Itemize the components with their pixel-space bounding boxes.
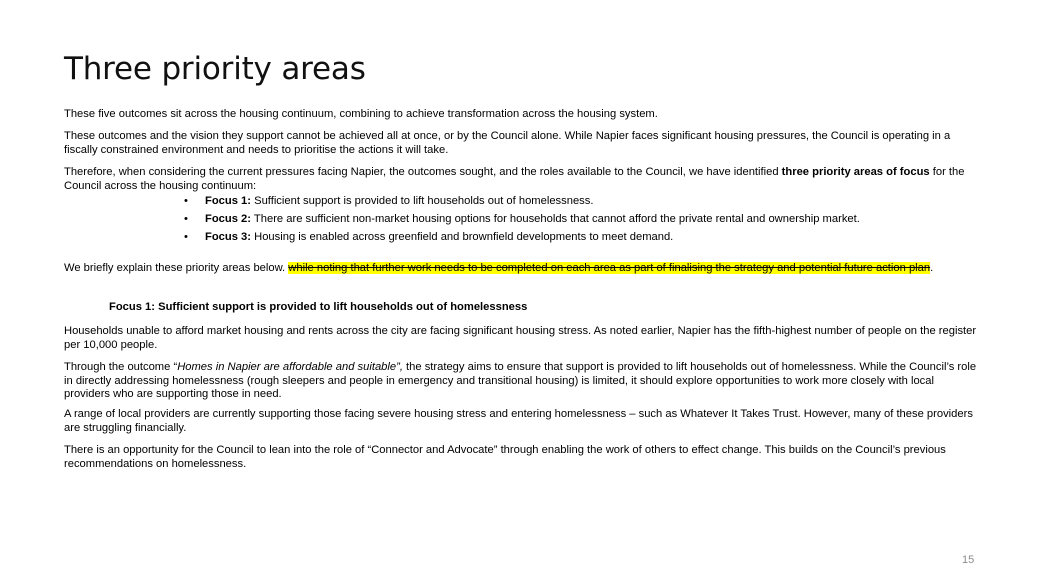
housing-stress-paragraph: Households unable to afford market housi… [64,325,977,351]
focus-text: There are sufficient non-market housing … [251,213,860,225]
priority-areas-text-end: for the Council across the housing conti… [64,166,965,192]
explain-paragraph: We briefly explain these priority areas … [64,262,979,276]
bullet-icon: • [184,231,188,243]
focus-list-item: • Focus 1: Sufficient support is provided… [184,195,860,209]
explain-text: We briefly explain these priority areas … [64,262,289,274]
page-number: 15 [962,554,975,566]
focus-list: • Focus 1: Sufficient support is provided… [184,195,860,249]
priority-areas-text: Therefore, when considering the current … [64,166,782,178]
focus-label: Focus 3: [205,231,252,243]
intro-paragraph: These five outcomes sit across the housi… [64,108,658,120]
explain-text-end: . [930,262,934,274]
focus-text: Housing is enabled across greenfield and… [251,231,674,243]
providers-paragraph: A range of local providers are currently… [64,408,973,434]
focus-list-item: • Focus 2: There are sufficient non-marke… [184,213,860,227]
outcome-paragraph: Through the outcome “Homes in Napier are… [64,361,979,402]
priority-areas-bold: three priority areas of focus [781,166,930,178]
outcome-text: Through the outcome “ [64,361,178,373]
outcome-text-end: the strategy aims to ensure that support… [64,361,977,400]
focus-list-item: • Focus 3: Housing is enabled across gree… [184,231,860,245]
highlighted-strikethrough-text: while noting that further work needs to … [288,262,931,274]
focus-text: Sufficient support is provided to lift h… [251,195,594,207]
focus-1-heading: Focus 1: Sufficient support is provided … [109,301,528,313]
opportunity-paragraph: There is an opportunity for the Council … [64,444,946,470]
bullet-icon: • [184,213,188,225]
focus-label: Focus 2: [205,213,252,225]
slide-title: Three priority areas [64,51,366,87]
outcome-italic: Homes in Napier are affordable and suita… [177,361,403,373]
constraints-paragraph: These outcomes and the vision they suppo… [64,130,951,156]
focus-label: Focus 1: [205,195,252,207]
priority-areas-paragraph: Therefore, when considering the current … [64,166,979,193]
bullet-icon: • [184,195,188,207]
